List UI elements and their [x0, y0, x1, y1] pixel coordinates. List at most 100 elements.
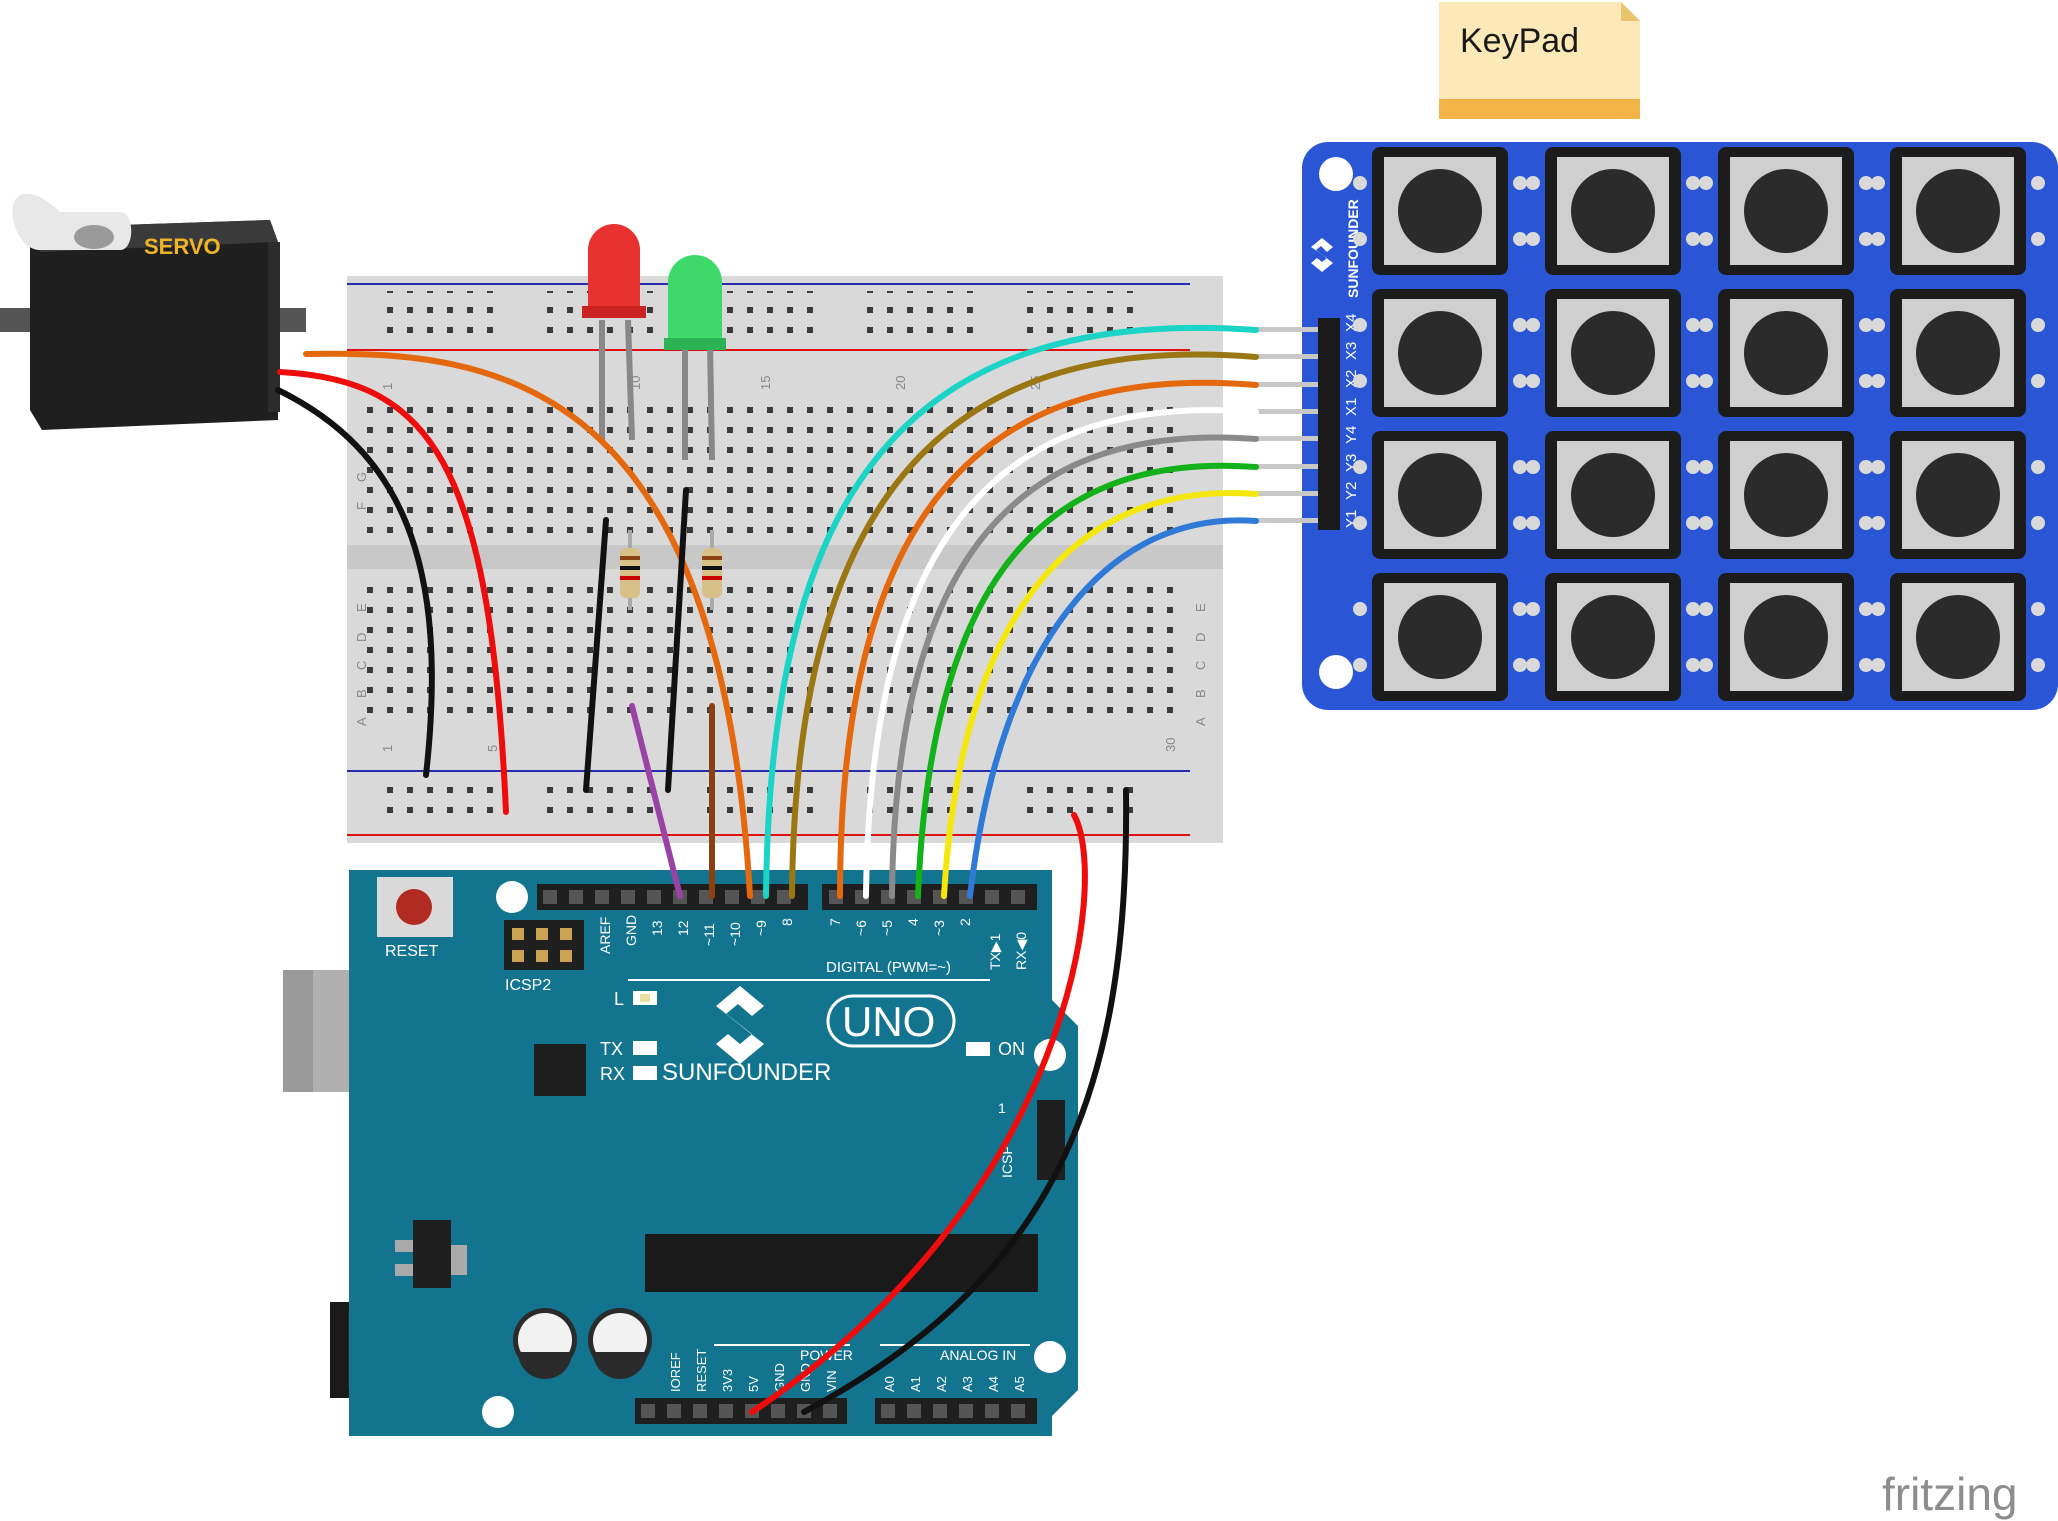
wire-keypad-y2 [941, 490, 1259, 899]
digital-header-right [822, 884, 1037, 910]
wire-5v [749, 812, 1088, 1415]
wire-led1-ground [583, 517, 609, 793]
atmega-chip [645, 1234, 1038, 1292]
board-brand: SUNFOUNDER [662, 1059, 831, 1086]
keypad-logo-icon [1311, 238, 1333, 272]
keypad-key-r4-c1[interactable] [1353, 573, 1527, 701]
power-header [635, 1398, 847, 1424]
icsp-pin1-label: 1 [998, 1100, 1006, 1116]
pin-3v3: 3V3 [720, 1369, 735, 1392]
digital-label: DIGITAL (PWM=~) [826, 959, 951, 976]
keypad-pin-y4: Y4 [1343, 426, 1360, 444]
keypad-key-r4-c3[interactable] [1699, 573, 1873, 701]
board-model: UNO [842, 998, 935, 1045]
bb-row-e-left: E [354, 603, 369, 612]
led-red[interactable] [582, 224, 646, 441]
pin-rx0: RX◀0 [1013, 932, 1029, 970]
pin-12: 12 [675, 920, 691, 936]
pin-5v: 5V [746, 1376, 761, 1392]
pin-a1: A1 [908, 1376, 923, 1392]
keypad-key-r4-c2[interactable] [1526, 573, 1700, 701]
icsp-label: ICSP [999, 1145, 1015, 1178]
bb-row-a-left: A [354, 717, 369, 726]
keypad-key-r2-c3[interactable] [1699, 289, 1873, 417]
resistor-2 [702, 530, 722, 610]
keypad-key-r2-c2[interactable] [1526, 289, 1700, 417]
wires [275, 324, 1259, 1415]
keypad-key-r4-c4[interactable] [1871, 573, 2045, 701]
pin-2: 2 [957, 918, 973, 926]
bb-row-f-left: F [354, 502, 369, 510]
wire-gnd [801, 787, 1130, 1415]
pin-10: ~10 [727, 922, 743, 946]
bb-row-g-left: G [354, 472, 369, 482]
wire-keypad-y4 [889, 434, 1259, 899]
wire-keypad-x3 [789, 351, 1259, 899]
wire-keypad-x1 [863, 407, 1259, 899]
bb-row-d-right: D [1193, 633, 1208, 642]
pin-4: 4 [905, 918, 921, 926]
keypad-key-r3-c2[interactable] [1526, 431, 1700, 559]
sunfounder-logo-icon [716, 986, 764, 1064]
pin-vin: VIN [824, 1370, 839, 1392]
led-tx-label: TX [600, 1039, 623, 1059]
pin-7: 7 [827, 918, 843, 926]
bb-col-5-bottom: 5 [485, 745, 500, 752]
pin-a3: A3 [960, 1376, 975, 1392]
bb-col-1: 1 [380, 383, 395, 390]
keypad-key-r3-c1[interactable] [1353, 431, 1527, 559]
wire-keypad-x2 [837, 379, 1259, 899]
pin-gnd-1: GND [772, 1363, 787, 1392]
led-rx-label: RX [600, 1064, 625, 1084]
pin-gnd: GND [623, 915, 639, 946]
wire-keypad-y3 [915, 462, 1259, 899]
bb-col-20: 20 [893, 376, 908, 390]
pin-5: ~5 [879, 920, 895, 936]
pin-11: ~11 [701, 923, 717, 946]
pin-a4: A4 [986, 1376, 1001, 1392]
pin-a0: A0 [882, 1376, 897, 1392]
keypad-brand: SUNFOUNDER [1345, 199, 1361, 298]
pin-aref: AREF [597, 917, 613, 954]
keypad-pin-y2: Y2 [1343, 482, 1360, 500]
wire-servo-ground [275, 387, 435, 778]
wire-servo-signal [303, 350, 753, 899]
keypad-key-r1-c2[interactable] [1526, 147, 1700, 275]
keypad-pin-leads [1256, 327, 1318, 523]
bb-row-c-right: C [1193, 661, 1208, 670]
keypad-key-r3-c3[interactable] [1699, 431, 1873, 559]
analog-header [875, 1398, 1037, 1424]
keypad-key-r1-c1[interactable] [1353, 147, 1527, 275]
bb-row-b-right: B [1193, 689, 1208, 698]
note-label: KeyPad [1460, 22, 1579, 60]
pin-9: ~9 [753, 920, 769, 936]
resistor-1 [620, 530, 640, 610]
bb-row-d-left: D [354, 633, 369, 642]
led-on-label: ON [998, 1039, 1025, 1059]
pin-a2: A2 [934, 1376, 949, 1392]
pin-reset: RESET [694, 1349, 709, 1392]
keypad-pin-x3: X3 [1343, 342, 1360, 360]
bb-row-c-left: C [354, 661, 369, 670]
keypad-note[interactable]: KeyPad [1439, 2, 1640, 119]
keypad-key-r3-c4[interactable] [1871, 431, 2045, 559]
servo-motor: SERVO [0, 193, 306, 430]
bb-col-30-bottom: 30 [1163, 738, 1178, 752]
pin-8: 8 [779, 918, 795, 926]
keypad-key-r2-c1[interactable] [1353, 289, 1527, 417]
icsp2-label: ICSP2 [505, 977, 551, 994]
bb-col-15: 15 [758, 376, 773, 390]
analog-label: ANALOG IN [940, 1347, 1016, 1363]
keypad-key-r2-c4[interactable] [1871, 289, 2045, 417]
led-green[interactable] [664, 255, 726, 461]
bb-row-e-right: E [1193, 603, 1208, 612]
keypad-key-r1-c3[interactable] [1699, 147, 1873, 275]
arduino-uno: RESET ICSP2 AREF GND 13 12 ~11 ~10 ~9 8 … [283, 870, 1078, 1436]
bb-col-1-bottom: 1 [380, 745, 395, 752]
wire-led1-signal [629, 703, 683, 899]
keypad-module: SUNFOUNDER Y1 Y2 Y3 Y4 X1 X2 X3 X4 [1256, 142, 2058, 710]
pin-a5: A5 [1012, 1376, 1027, 1392]
fritzing-watermark: fritzing [1882, 1468, 2017, 1520]
keypad-key-r1-c4[interactable] [1871, 147, 2045, 275]
keypad-pin-x1: X1 [1343, 398, 1360, 416]
